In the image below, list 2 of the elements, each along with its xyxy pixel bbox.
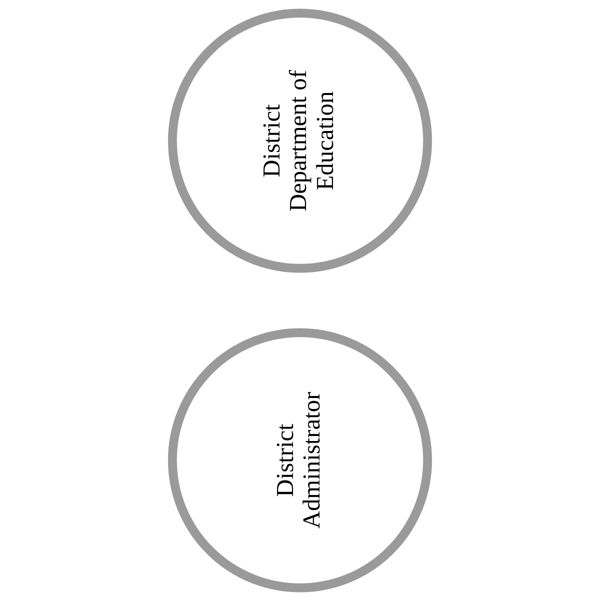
- node-circle: District Administrator: [168, 328, 432, 592]
- node-circle: District Department of Education: [168, 8, 432, 273]
